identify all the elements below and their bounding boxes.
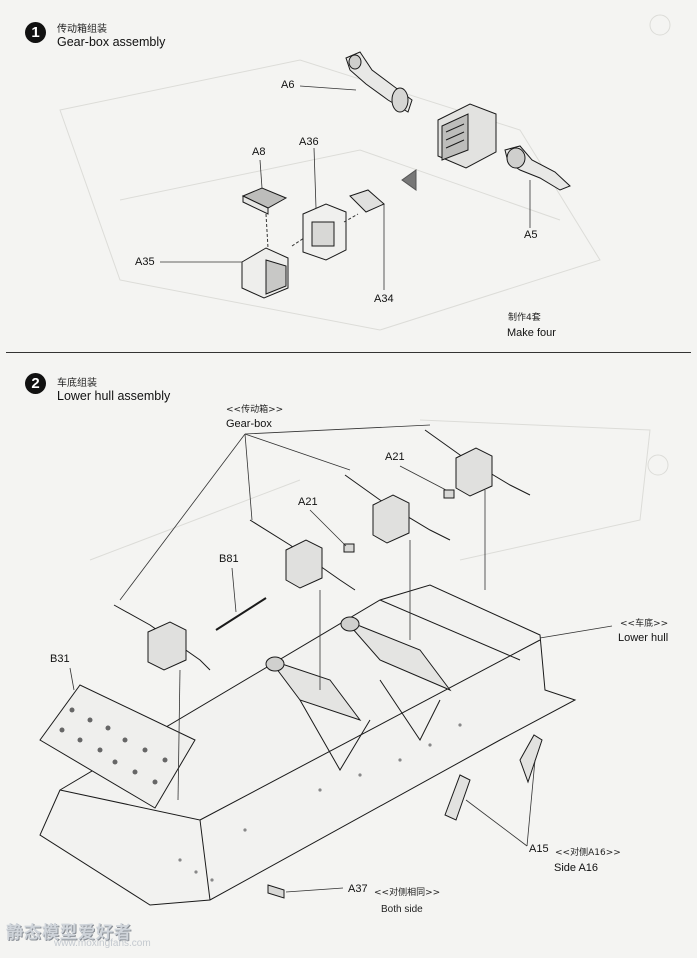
watermark-cn: 静态模型爱好者: [6, 923, 132, 943]
direction-arrow: [401, 169, 417, 191]
step-divider: [6, 352, 691, 353]
part-b81-rod: [215, 597, 267, 631]
gearbox-unit-1: [113, 604, 211, 671]
a37-label: A37: [348, 883, 368, 895]
step-1-label-a5: A5: [524, 229, 538, 241]
step-2-label-b81: B81: [219, 553, 239, 565]
step-1-badge: 1: [25, 22, 46, 43]
step-1-label-a36: A36: [299, 136, 319, 148]
gearbox-unit-4: [424, 429, 531, 497]
part-a8-plate: [241, 187, 288, 215]
a15-note-cn: <<对侧A16>>: [555, 848, 621, 858]
part-a37: [267, 884, 285, 899]
step-2-label-b31: B31: [50, 653, 70, 665]
part-a35-block: [241, 247, 289, 299]
step-2-title-cn: 车底组装: [57, 378, 97, 389]
gearbox-label-cn: <<传动箱>>: [226, 405, 284, 415]
part-a15: [444, 734, 543, 821]
step-2-label-a21-right: A21: [385, 451, 405, 463]
step-1-title-en: Gear-box assembly: [57, 35, 166, 49]
step-1-label-a34: A34: [374, 293, 394, 305]
step-1-title-cn: 传动箱组装: [57, 24, 107, 35]
lower-hull-label-cn: <<车底>>: [620, 619, 669, 629]
lower-hull-label-en: Lower hull: [618, 632, 669, 644]
part-a5-shaft: [504, 145, 571, 191]
step-1-label-a8: A8: [252, 146, 266, 158]
step-1-diagram: [160, 51, 571, 299]
step-2-title-en: Lower hull assembly: [57, 389, 171, 403]
lower-hull-body: [39, 584, 577, 906]
watermark-url: www.moxingfans.com: [54, 938, 151, 949]
part-gearbox-assembled: [437, 103, 497, 169]
a37-note-en: Both side: [381, 904, 423, 915]
a15-note-en: Side A16: [554, 862, 599, 874]
gearbox-unit-3: [344, 474, 451, 544]
step-1-label-a35: A35: [135, 256, 155, 268]
gearbox-unit-2: [249, 519, 356, 591]
gearbox-label-en: Gear-box: [226, 418, 272, 430]
a37-note-cn: <<对侧相同>>: [374, 888, 441, 898]
a15-label: A15: [529, 843, 549, 855]
part-a21-left: [343, 543, 355, 553]
part-b31-plate: [39, 684, 196, 809]
step-1-note-cn: 制作4套: [508, 313, 541, 323]
part-a6-shaft: [345, 51, 413, 113]
step-2-badge: 2: [25, 373, 46, 394]
part-a21-right: [443, 489, 455, 499]
part-a36-housing: [302, 203, 347, 261]
step-2-label-a21-left: A21: [298, 496, 318, 508]
step-1-label-a6: A6: [281, 79, 295, 91]
step-1-note-en: Make four: [507, 327, 556, 339]
